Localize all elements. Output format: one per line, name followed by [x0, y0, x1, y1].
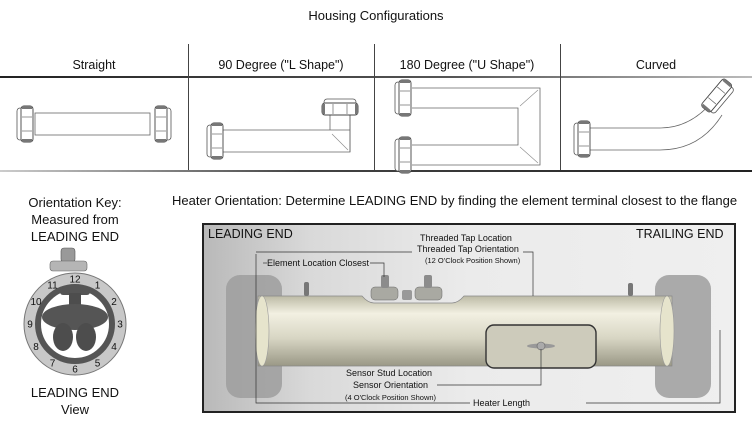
- leading-end-label: LEADING END: [208, 227, 293, 241]
- sensor-note: (4 O'Clock Position Shown): [345, 393, 437, 402]
- clock-number-7: 7: [50, 358, 56, 369]
- element-coil: [42, 304, 108, 330]
- orientation-dial: 12 12 345 6 789 10 11: [23, 247, 127, 376]
- clock-number-3: 3: [117, 320, 123, 331]
- trailing-end-label: TRAILING END: [636, 227, 724, 241]
- threaded-tap-note: (12 O'Clock Position Shown): [425, 256, 521, 265]
- leading-end-view-line2: View: [61, 402, 89, 417]
- header-divider: [0, 76, 752, 78]
- element-bar: [60, 287, 90, 295]
- sensor-stud-location-label: Sensor Stud Location: [346, 368, 433, 378]
- clock-number-11: 11: [47, 281, 58, 292]
- sensor-orientation-label: Sensor Orientation: [353, 380, 429, 390]
- clock-number-1: 1: [95, 281, 101, 292]
- heater-orientation-title: Heater Orientation: Determine LEADING EN…: [172, 193, 738, 208]
- column-divider: [188, 44, 189, 170]
- threaded-tap-orientation-label: Threaded Tap Orientation: [417, 244, 519, 254]
- column-divider: [374, 44, 375, 170]
- straight-housing-drawing: [16, 105, 172, 143]
- clock-number-8: 8: [33, 342, 39, 353]
- orientation-key-line2: Measured from: [31, 212, 119, 227]
- clock-number-4: 4: [111, 342, 117, 353]
- orientation-key-footer: LEADING END View: [0, 384, 150, 418]
- orientation-key-title: Orientation Key: Measured from LEADING E…: [0, 194, 150, 245]
- config-bottom-divider: [0, 170, 752, 172]
- config-header-90-degree: 90 Degree ("L Shape"): [218, 58, 344, 72]
- config-header-curved: Curved: [635, 58, 677, 72]
- leading-end-view-line1: LEADING END: [30, 385, 120, 400]
- clock-number-12: 12: [69, 275, 81, 286]
- config-header-180-degree: 180 Degree ("U Shape"): [399, 58, 535, 72]
- element-location-label: Element Location Closest: [267, 258, 370, 268]
- housing-configs-drawings: [16, 77, 737, 174]
- clock-number-6: 6: [72, 365, 78, 376]
- clock-number-9: 9: [27, 320, 33, 331]
- sensor-stud: [536, 341, 546, 351]
- u-shape-housing-drawing: [394, 79, 541, 174]
- housing-title: Housing Configurations: [308, 8, 444, 23]
- orientation-key-line1: Orientation Key:: [28, 195, 122, 210]
- orientation-key-line3: LEADING END: [30, 229, 120, 244]
- element-terminals: [304, 275, 633, 301]
- heater-length-label: Heater Length: [473, 398, 531, 408]
- curved-housing-drawing: [573, 77, 737, 158]
- clock-number-5: 5: [95, 358, 101, 369]
- heater-tube: [257, 295, 673, 367]
- clock-number-10: 10: [30, 297, 42, 308]
- config-header-straight: Straight: [72, 58, 116, 72]
- clock-number-2: 2: [111, 297, 117, 308]
- threaded-tap-location-label: Threaded Tap Location: [420, 233, 512, 243]
- l-shape-housing-drawing: [206, 98, 359, 160]
- column-divider: [560, 44, 561, 170]
